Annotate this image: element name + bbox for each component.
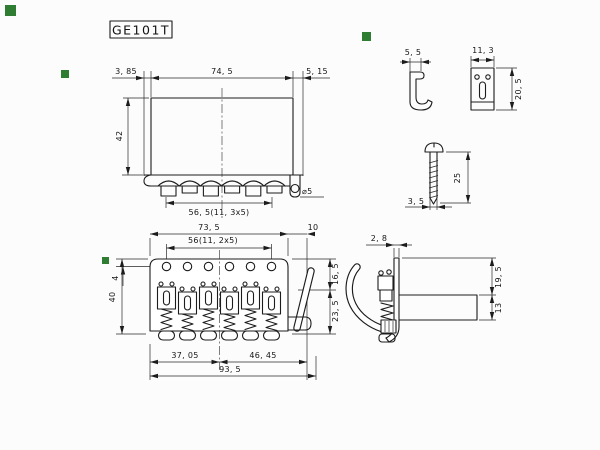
side-tremolo-arm xyxy=(345,263,387,333)
front-base-feet xyxy=(157,330,281,341)
dim-front-span-left: 37, 05 xyxy=(171,351,198,360)
guide-dimension-arrows xyxy=(402,57,515,110)
title-border xyxy=(109,20,173,39)
front-dimension-arrows xyxy=(119,231,333,379)
dim-screw-diameter: 3, 5 xyxy=(408,197,424,206)
screw-dimension-arrows xyxy=(422,152,471,210)
string-guide-views: 5, 5 11, 3 20, 5 xyxy=(400,46,523,111)
guide-slot xyxy=(478,81,487,100)
side-arm-collar xyxy=(380,319,397,334)
dim-screw-length: 25 xyxy=(453,173,462,184)
dim-plan-offset-left: 3, 85 xyxy=(115,67,137,76)
screw-shape xyxy=(424,142,444,205)
plan-front-lip xyxy=(143,174,152,187)
part-number-label: GE101T xyxy=(112,23,170,38)
dim-front-plate-width: 73, 5 xyxy=(198,223,220,232)
dim-side-block-height: 13 xyxy=(494,303,503,314)
dim-plan-screw-spacing: 56, 5(11, 3x5) xyxy=(189,208,250,217)
guide-body xyxy=(470,67,495,111)
saddle xyxy=(177,286,198,332)
dim-front-upper-height: 16, 5 xyxy=(331,263,340,285)
dim-plan-plate-width: 74, 5 xyxy=(211,67,233,76)
plan-arm-hole xyxy=(290,183,300,194)
saddle xyxy=(240,281,261,331)
dim-side-plate-thickness: 2, 8 xyxy=(371,234,387,243)
dim-front-string-spacing: 56(11, 2x5) xyxy=(188,236,238,245)
guide-hole-left xyxy=(474,74,480,80)
mounting-screw-view: 25 3, 5 xyxy=(405,142,471,210)
dim-front-span-right: 46, 45 xyxy=(249,351,276,360)
front-arm-socket xyxy=(287,316,312,331)
front-view: 73, 5 10 56(11, 2x5) 40 4 16, 5 23, 5 37… xyxy=(108,223,340,380)
saddle xyxy=(261,286,282,332)
dim-front-overall-width: 93, 5 xyxy=(219,365,241,374)
dim-guide-height: 20, 5 xyxy=(514,78,523,100)
dim-plan-plate-depth: 42 xyxy=(115,131,124,142)
front-mounting-holes xyxy=(161,261,277,272)
guide-front-view xyxy=(470,67,495,111)
front-tremolo-arm xyxy=(293,267,315,332)
saddle xyxy=(219,286,240,332)
plan-bridge-plate xyxy=(143,97,304,198)
dim-plan-offset-right: 5, 15 xyxy=(306,67,328,76)
saddle xyxy=(156,281,177,331)
plan-dimension-arrows xyxy=(125,75,311,206)
registration-mark xyxy=(61,70,69,78)
dim-front-arm-offset: 10 xyxy=(308,223,319,232)
side-dimension-arrows xyxy=(386,242,495,320)
dim-plan-hole-dia: ⌀5 xyxy=(302,187,313,196)
guide-hole-right xyxy=(485,74,491,80)
plan-saddle-bumps xyxy=(157,180,286,187)
dim-guide-side-width: 5, 5 xyxy=(405,48,421,57)
dim-front-hole-offset: 4 xyxy=(111,275,120,280)
saddle xyxy=(198,281,219,331)
dim-guide-front-width: 11, 3 xyxy=(472,46,494,55)
title-box: GE101T xyxy=(109,20,173,39)
registration-mark xyxy=(362,32,371,41)
dim-front-lower-height: 23, 5 xyxy=(331,300,340,322)
side-view: 2, 8 19, 5 13 xyxy=(345,234,503,343)
registration-mark xyxy=(5,5,16,16)
dim-side-block-top-offset: 19, 5 xyxy=(494,266,503,288)
front-saddles xyxy=(156,281,282,332)
plan-saddle-tabs xyxy=(160,185,283,197)
guide-side-profile xyxy=(409,71,433,111)
registration-marks xyxy=(5,5,371,264)
dim-front-total-height: 40 xyxy=(108,292,117,303)
side-sustain-block xyxy=(398,294,478,321)
plan-arm-socket-leg xyxy=(289,174,301,198)
plan-view: 3, 85 74, 5 5, 15 42 56, 5(11, 3x5) ⌀5 xyxy=(112,67,330,218)
plan-dimension-lines xyxy=(112,71,330,208)
registration-mark xyxy=(102,257,109,264)
screw-threads xyxy=(428,160,439,199)
